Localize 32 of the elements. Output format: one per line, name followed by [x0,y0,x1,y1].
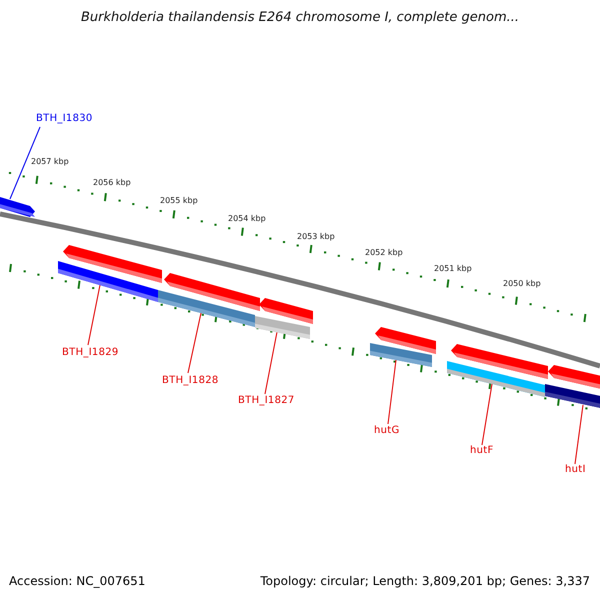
gene-bar [447,361,545,397]
leader-line [264,332,278,394]
gene-label: BTH_I1828 [162,375,219,386]
gene-bar [255,316,310,339]
scale-label: 2053 kbp [297,232,335,241]
gene-bar [370,343,432,367]
title: Burkholderia thailandensis E264 chromosome I, complete genom... [80,10,520,25]
gene-glyph [0,197,35,217]
scale-label: 2052 kbp [365,248,403,257]
gene-label: hutI [565,464,586,475]
leader-line [188,312,202,374]
leader-line [388,360,396,424]
footer-text: Accession: NC_007651 [9,574,146,588]
scale-label: 2050 kbp [503,279,541,288]
gene-label: hutF [470,445,494,456]
leader-line [482,384,492,446]
leader-line [88,284,100,346]
scale-label: 2054 kbp [228,214,266,223]
gene-label: BTH_I1830 [36,113,93,124]
scale-label: 2055 kbp [160,196,198,205]
footer-text: Topology: circular; Length: 3,809,201 bp; Genes: 3,337 [260,574,590,588]
gene-bar [158,290,255,327]
scale-label: 2051 kbp [434,264,472,273]
scale-label: 2056 kbp [93,178,131,187]
leader-line [10,126,40,200]
gene-bar [545,384,600,410]
scale-label: 2057 kbp [31,157,69,166]
gene-bar [58,261,158,302]
leader-line [574,404,584,464]
gene-label: BTH_I1827 [238,395,295,406]
gene-label: BTH_I1829 [62,347,119,358]
gene-label: hutG [374,425,400,436]
